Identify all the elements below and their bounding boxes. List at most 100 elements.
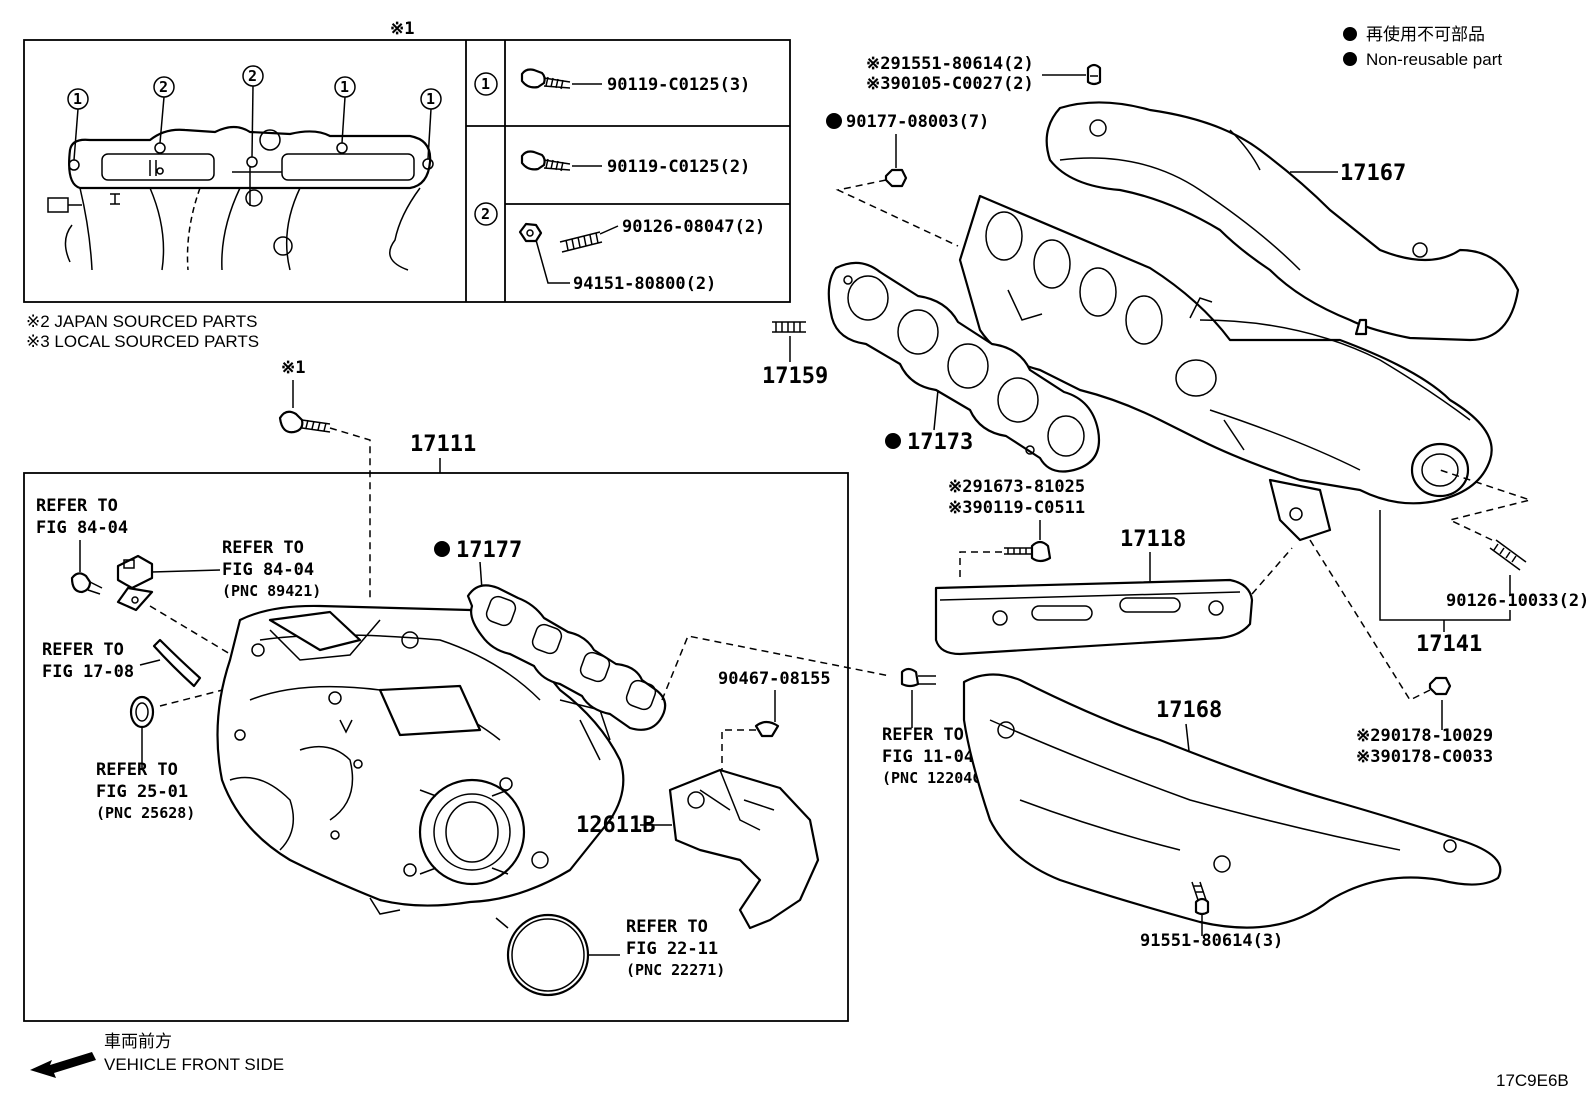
- svg-text:1: 1: [426, 90, 435, 108]
- ref2-line2: FIG 84-04: [222, 560, 314, 580]
- ref5-line1: REFER TO: [882, 725, 964, 745]
- bolt-icon: [1004, 540, 1052, 563]
- ref6-line3: (PNC 22271): [626, 961, 725, 979]
- ref5-line3: (PNC 12204C): [882, 769, 990, 787]
- bolt-icon: [278, 410, 331, 434]
- legend: 再使用不可部品 Non-reusable part: [1343, 24, 1502, 69]
- nut-icon: [884, 168, 908, 188]
- callout-1: 1: [67, 88, 89, 161]
- stud-icon: [559, 231, 603, 253]
- callout-2: 2: [242, 65, 264, 158]
- nut-icon: [518, 222, 543, 243]
- flange-sketch: [47, 125, 434, 271]
- part-top-bolt-a: ※291551-80614(2): [866, 54, 1034, 74]
- part-bolt-mid-b: ※390119-C0511: [948, 498, 1085, 518]
- ref6-line2: FIG 22-11: [626, 939, 718, 959]
- bolt-icon: [520, 68, 571, 90]
- inset-row2b-part: 90126-08047(2): [622, 217, 765, 237]
- inset-frame: [23, 39, 791, 303]
- xmark-1: ※1: [281, 358, 305, 378]
- inset-row2a-part: 90119-C0125(2): [607, 157, 750, 177]
- part-stud-right: 90126-10033(2): [1446, 591, 1589, 611]
- svg-text:2: 2: [248, 67, 257, 85]
- bolt-icon: [70, 572, 103, 595]
- nut-icon: [1428, 676, 1452, 696]
- bolt-icon: [1191, 881, 1210, 916]
- callout-1: 1: [420, 88, 442, 160]
- inset-row1-part: 90119-C0125(3): [607, 75, 750, 95]
- svg-text:1: 1: [340, 78, 349, 96]
- legend-jp: 再使用不可部品: [1366, 24, 1485, 44]
- exhaust-gasket-part: [827, 261, 1101, 473]
- vehicle-front-arrow: 車両前方 VEHICLE FRONT SIDE: [30, 1032, 284, 1078]
- manifold-stay-part: [934, 578, 1254, 656]
- lower-heat-insulator-part: [962, 673, 1502, 929]
- exhaust-manifold-part: [958, 194, 1493, 542]
- front-side-en: VEHICLE FRONT SIDE: [104, 1055, 284, 1074]
- callout-2: 2: [153, 76, 175, 144]
- stud-icon: [1489, 539, 1527, 571]
- part-17173: 17173: [907, 430, 973, 455]
- exhaust-heat-insulator-part: [1045, 101, 1520, 342]
- part-17177: 17177: [456, 538, 522, 563]
- callout-1: 1: [334, 76, 356, 144]
- sensor-part: [116, 554, 154, 612]
- front-side-jp: 車両前方: [104, 1032, 172, 1051]
- inset-row2c-part: 94151-80800(2): [573, 274, 716, 294]
- intake-manifold-box: [23, 472, 849, 1022]
- ref6-line1: REFER TO: [626, 917, 708, 937]
- part-17167: 17167: [1340, 161, 1406, 186]
- non-reusable-dot-icon: [1343, 52, 1357, 66]
- inset-ref-mark: ※1: [390, 19, 414, 39]
- note-japan-sourced: ※2 JAPAN SOURCED PARTS: [26, 312, 258, 331]
- legend-en: Non-reusable part: [1366, 50, 1502, 69]
- intake-gasket-part: [466, 584, 667, 731]
- non-reusable-dot-icon: [826, 113, 842, 129]
- non-reusable-dot-icon: [1343, 27, 1357, 41]
- intake-manifold-part: [216, 604, 625, 915]
- bolt-icon: [900, 667, 936, 688]
- non-reusable-dot-icon: [885, 433, 901, 449]
- clip-icon: [754, 720, 780, 738]
- ref5-line2: FIG 11-04: [882, 747, 974, 767]
- ref2-line1: REFER TO: [222, 538, 304, 558]
- part-nut-right-b: ※390178-C0033: [1356, 747, 1493, 767]
- part-17111: 17111: [410, 432, 476, 457]
- key-2-label: 2: [481, 205, 490, 223]
- part-nut-top: 90177-08003(7): [846, 112, 989, 132]
- non-reusable-dot-icon: [434, 541, 450, 557]
- part-17141: 17141: [1416, 632, 1482, 657]
- ref2-line3: (PNC 89421): [222, 582, 321, 600]
- heat-insulator-part: [668, 768, 820, 930]
- part-bolt-mid-a: ※291673-81025: [948, 477, 1085, 497]
- part-17118: 17118: [1120, 527, 1186, 552]
- part-clip: 90467-08155: [718, 669, 831, 689]
- part-nut-right-a: ※290178-10029: [1356, 726, 1493, 746]
- svg-text:1: 1: [73, 90, 82, 108]
- key-1-label: 1: [481, 75, 490, 93]
- ref3-line2: FIG 17-08: [42, 662, 134, 682]
- key-2-icon: [474, 202, 498, 226]
- part-17168: 17168: [1156, 698, 1222, 723]
- throttle-gasket-part: [506, 913, 590, 997]
- ref1-line1: REFER TO: [36, 496, 118, 516]
- figure-code: 17C9E6B: [1496, 1071, 1569, 1090]
- ref1-line2: FIG 84-04: [36, 518, 128, 538]
- svg-text:2: 2: [159, 78, 168, 96]
- clamp-ring-part: [129, 695, 155, 729]
- ref4-line3: (PNC 25628): [96, 804, 195, 822]
- hose-part: [152, 638, 202, 688]
- ref4-line2: FIG 25-01: [96, 782, 188, 802]
- arrow-left-icon: [30, 1052, 96, 1078]
- ref4-line1: REFER TO: [96, 760, 178, 780]
- bolt-icon: [1086, 63, 1102, 86]
- ref3-line1: REFER TO: [42, 640, 124, 660]
- detail-inset: ※1 1: [23, 19, 791, 303]
- part-top-bolt-b: ※390105-C0027(2): [866, 74, 1034, 94]
- stud-icon: [772, 321, 806, 333]
- bolt-icon: [520, 150, 571, 172]
- note-local-sourced: ※3 LOCAL SOURCED PARTS: [26, 332, 259, 351]
- key-1-icon: [474, 72, 498, 96]
- part-17159: 17159: [762, 364, 828, 389]
